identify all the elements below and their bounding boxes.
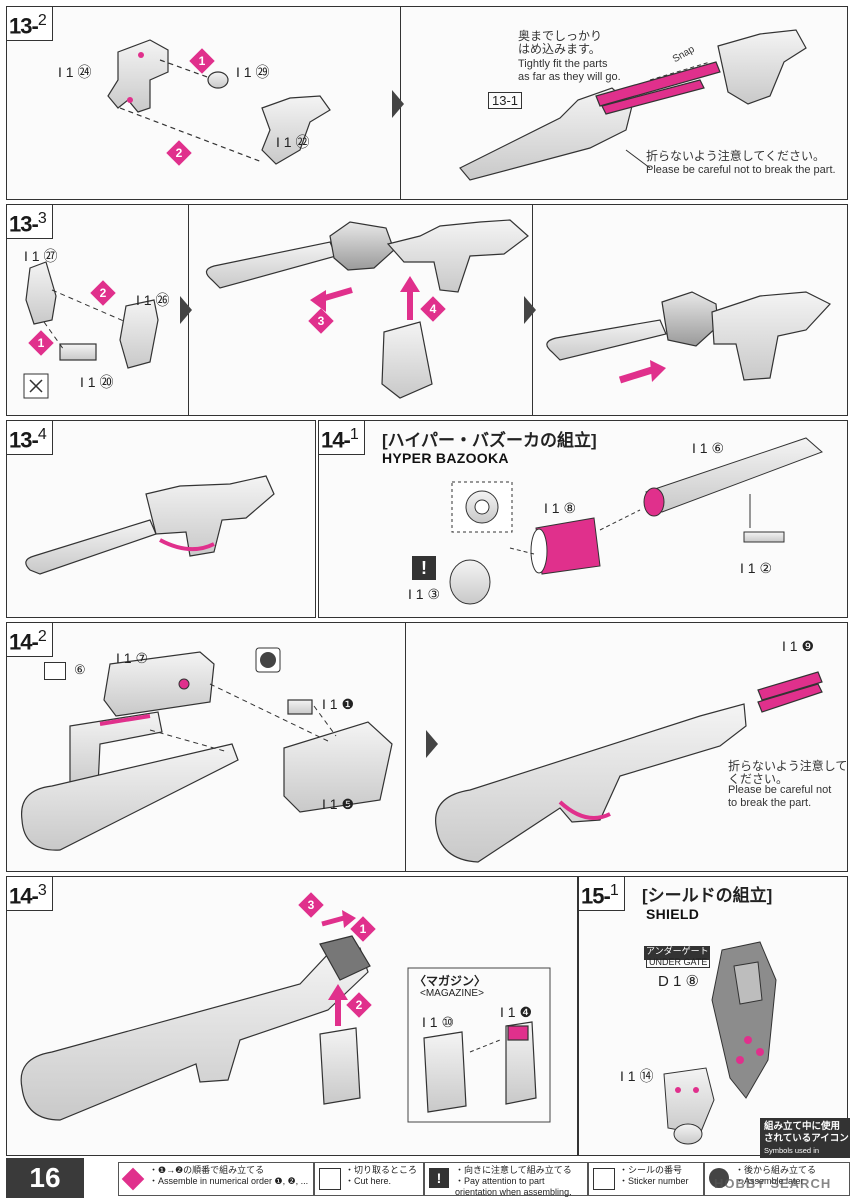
part-label: I 1 ㉗ xyxy=(24,248,58,264)
step-number-15-1: 15-1 xyxy=(579,877,625,912)
part-label: I 1 ㉒ xyxy=(276,134,310,150)
sticker-icon xyxy=(593,1168,615,1190)
part-label: I 1 ㉖ xyxy=(136,292,170,308)
page-number: 16 xyxy=(6,1158,84,1198)
under-gate-jp: アンダーゲート xyxy=(646,946,709,956)
part-label: I 1 ❾ xyxy=(782,638,815,654)
legend-attention: ! ・向きに注意して組み立てる ・Pay attention to part o… xyxy=(424,1162,588,1197)
legend-back-en: ・Assemble later xyxy=(735,1176,804,1186)
order-badge-1: 1 xyxy=(189,48,215,74)
part-label: I 1 ㉙ xyxy=(236,64,270,80)
legend-cut-en: ・Cut here. xyxy=(345,1176,392,1186)
part-label: D 1 ⑧ xyxy=(658,973,699,990)
part-label: I 1 ❹ xyxy=(500,1004,533,1020)
order-badge-2: 2 xyxy=(166,140,192,166)
sticker-number: ⑥ xyxy=(74,662,86,677)
title-shield-en: SHIELD xyxy=(646,906,700,922)
title-hyper-bazooka-en: HYPER BAZOOKA xyxy=(382,450,509,466)
part-small-cap xyxy=(207,71,229,89)
legend-order-en: ・Assemble in numerical order ❶, ❷, ... xyxy=(149,1176,309,1186)
step-number-14-3: 14-3 xyxy=(7,877,53,912)
title-hyper-bazooka-jp: [ハイパー・バズーカの組立] xyxy=(382,431,597,450)
part-label: I 1 ③ xyxy=(408,586,441,602)
careful-en: Please be careful not to break the part. xyxy=(728,784,832,809)
step-number-14-1: 14-1 xyxy=(319,421,365,456)
ref-step-13-1: 13-1 xyxy=(488,92,523,109)
legend-sticker-en: ・Sticker number xyxy=(619,1176,689,1186)
magazine-label-en: <MAGAZINE> xyxy=(420,988,484,999)
order-badge-4: 4 xyxy=(420,296,446,322)
watermark: HOBBY SEARCH xyxy=(714,1176,832,1191)
legend-order: ・❶→❷の順番で組み立てる ・Assemble in numerical ord… xyxy=(118,1162,314,1196)
careful-jp: 折らないよう注意して ください。 xyxy=(728,759,848,786)
order-badge-3: 3 xyxy=(308,308,334,334)
part-label: I 1 ⑩ xyxy=(422,1014,455,1030)
title-shield-jp: [シールドの組立] xyxy=(642,886,773,905)
legend-attention-en: ・Pay attention to part orientation when … xyxy=(455,1176,572,1197)
divider xyxy=(405,622,406,872)
order-badge-3: 3 xyxy=(298,892,324,918)
legend-cut-jp: ・切り取るところ xyxy=(345,1165,418,1175)
legend-back: ・後から組み立てる ・Assemble later xyxy=(704,1162,850,1196)
legend-cut: ・切り取るところ ・Cut here. xyxy=(314,1162,424,1196)
part-label: I 1 ⑦ xyxy=(116,650,149,666)
part-label: I 1 ㉔ xyxy=(58,64,92,80)
panel-step-15-1 xyxy=(578,876,848,1156)
careful-en: Please be careful not to break the part. xyxy=(646,164,836,176)
nipper-cut-icon xyxy=(319,1168,341,1190)
part-label: I 1 ⑧ xyxy=(544,500,577,516)
careful-jp: 折らないよう注意してください。 xyxy=(646,149,826,163)
part-label: I 1 ② xyxy=(740,560,773,576)
symbols-box: 組み立て中に使用 されているアイコン Symbols used in instr… xyxy=(760,1118,850,1167)
attention-icon: ! xyxy=(412,556,436,580)
note-fit-jp: 奥までしっかり はめ込みます。 xyxy=(518,29,603,56)
order-badge-1: 1 xyxy=(350,916,376,942)
back-assemble-icon xyxy=(709,1168,729,1188)
step-number-13-3: 13-3 xyxy=(7,205,53,240)
step-number-14-2: 14-2 xyxy=(7,623,53,658)
legend-order-jp: ・❶→❷の順番で組み立てる xyxy=(149,1165,265,1175)
part-grip-frame xyxy=(107,39,169,113)
part-label: I 1 ⑥ xyxy=(692,440,725,456)
legend-back-jp: ・後から組み立てる xyxy=(735,1165,817,1175)
note-fit-en: Tightly fit the parts as far as they wil… xyxy=(518,58,621,83)
legend-sticker-jp: ・シールの番号 xyxy=(619,1165,683,1175)
under-gate-en: UNDER GATE xyxy=(646,956,711,968)
panel-step-14-1 xyxy=(318,420,848,618)
part-label: I 1 ❺ xyxy=(322,796,355,812)
magazine-label-jp: 〈マガジン〉 xyxy=(414,974,487,988)
step-number-13-4: 13-4 xyxy=(7,421,53,456)
order-badge-2: 2 xyxy=(346,992,372,1018)
part-rear-body xyxy=(261,95,331,165)
legend-attention-jp: ・向きに注意して組み立てる xyxy=(455,1165,572,1175)
order-badge-icon xyxy=(121,1167,145,1191)
part-label: I 1 ⑳ xyxy=(80,374,114,390)
order-badge-2: 2 xyxy=(90,280,116,306)
step-number-13-2: 13-2 xyxy=(7,7,53,42)
sticker-icon xyxy=(44,662,66,680)
legend-sticker: ・シールの番号 ・Sticker number xyxy=(588,1162,704,1196)
order-badge-1: 1 xyxy=(28,330,54,356)
attention-icon: ! xyxy=(429,1168,449,1188)
part-label: I 1 ❶ xyxy=(322,696,355,712)
part-label: I 1 ⑭ xyxy=(620,1068,654,1084)
symbols-box-jp: 組み立て中に使用 されているアイコン xyxy=(764,1121,849,1144)
